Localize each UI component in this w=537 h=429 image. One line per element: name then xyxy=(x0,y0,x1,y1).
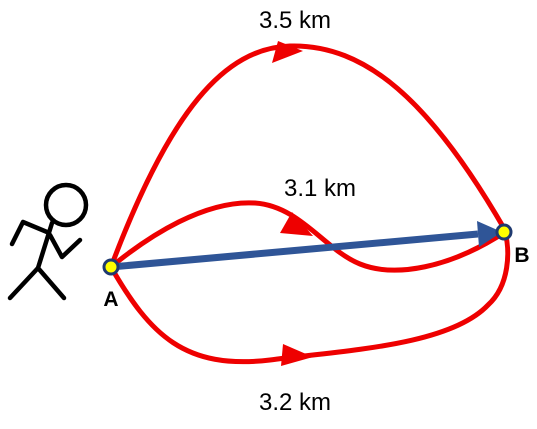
walker-front-arm xyxy=(47,232,83,260)
walker-head xyxy=(43,182,89,228)
route-bottom-arrow xyxy=(281,344,313,366)
route-top-arrow xyxy=(272,41,303,63)
route-top-label: 3.5 km xyxy=(259,7,331,34)
walker-body xyxy=(35,220,55,271)
point-a-label: A xyxy=(103,288,118,311)
point-b-label: B xyxy=(514,244,529,267)
route-middle-arrow xyxy=(280,212,313,236)
point-a-marker xyxy=(102,258,120,276)
walker-back-leg xyxy=(7,265,41,301)
route-bottom-label: 3.2 km xyxy=(259,389,331,416)
walker-back-arm xyxy=(9,219,50,247)
displacement-arrow-shaft xyxy=(110,230,479,271)
point-b-marker xyxy=(495,223,513,241)
walker-front-leg xyxy=(35,265,67,301)
displacement-arrow-head xyxy=(477,221,502,247)
route-middle-path xyxy=(109,200,507,273)
route-middle-label: 3.1 km xyxy=(284,175,356,202)
route-bottom-path xyxy=(108,231,511,365)
stick-figure-walker-icon xyxy=(7,182,89,301)
